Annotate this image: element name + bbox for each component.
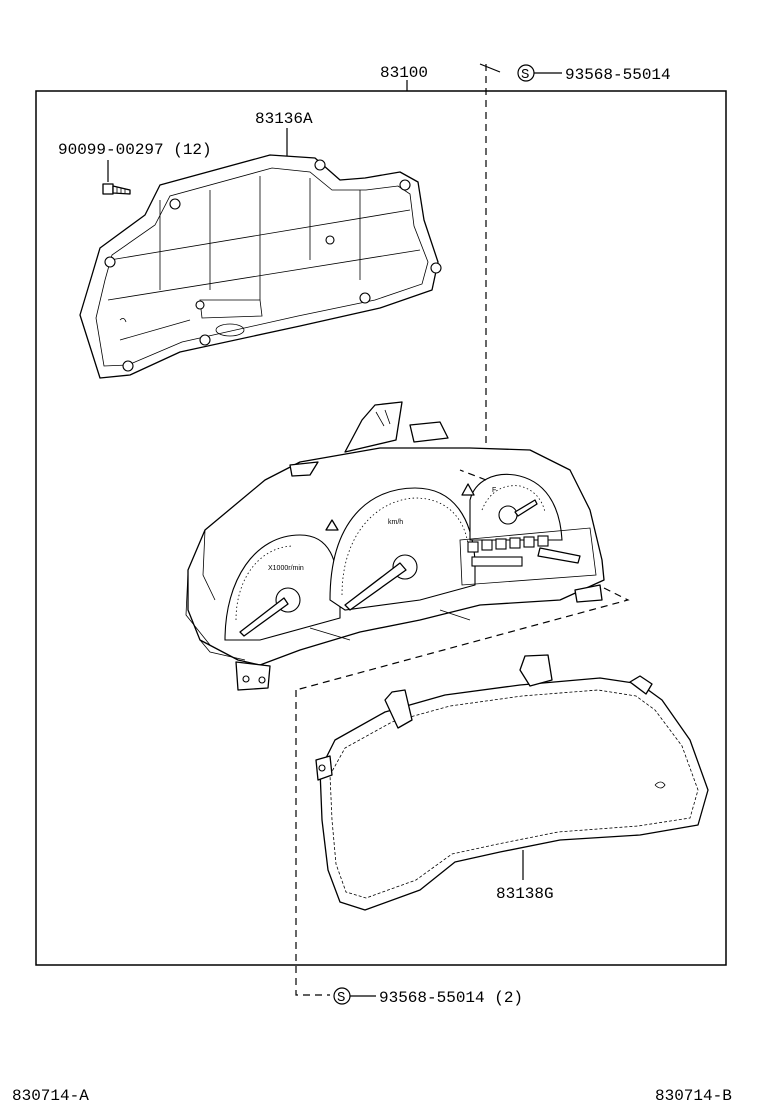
speedo-label: km/h [388,519,403,526]
rear-housing [79,154,442,379]
svg-text:S: S [337,990,345,1006]
label-93568-55014-top: 93568-55014 [565,66,671,84]
fuel-label: F [492,487,496,494]
callout-screw-bottom: S 93568-55014 (2) [333,987,523,1007]
tach-label: X1000r/min [268,565,304,572]
label-83136A: 83136A [255,110,313,128]
dashed-connector-bottom [295,690,330,996]
label-93568-55014-bottom: 93568-55014 (2) [379,989,523,1007]
label-90099-00297: 90099-00297 (12) [58,141,212,159]
screw-icon [102,183,131,195]
label-83138G: 83138G [496,885,554,903]
cluster-body: X1000r/min km/h F [185,401,605,691]
callout-screw-top: S 93568-55014 [479,63,671,480]
svg-text:S: S [521,67,529,83]
footer-code-left: 830714-A [12,1087,89,1105]
assembly-frame [35,90,727,966]
glass-lens [315,654,709,911]
label-83100: 83100 [380,64,428,82]
footer-code-right: 830714-B [655,1087,732,1105]
dashed-connector-right [295,469,630,691]
